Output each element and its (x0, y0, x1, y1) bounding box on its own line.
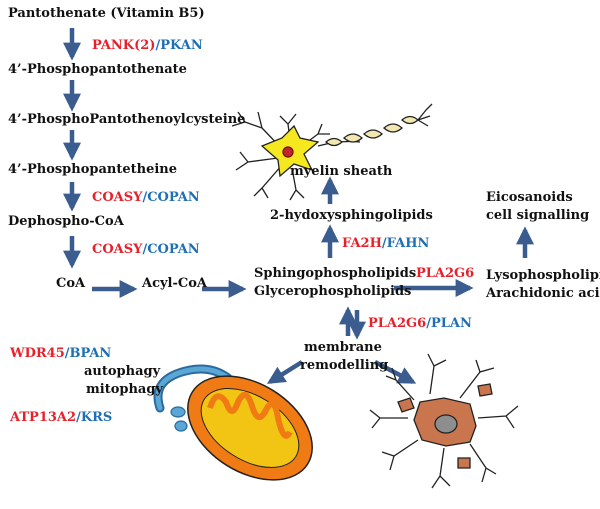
disease-copan: COPAN (147, 190, 200, 205)
enzyme-fa2h: FA2H/FAHN (342, 236, 429, 251)
arrow-to-mito (266, 360, 304, 384)
disease-fahn: FAHN (386, 236, 430, 251)
astrocyte-icon (369, 353, 519, 489)
sep: / (142, 242, 148, 257)
label-phosphopantetheine: 4’-Phosphopantetheine (8, 162, 178, 177)
label-glycerophospholipids: Glycerophospholipids (254, 284, 412, 299)
label-pantothenate: Pantothenate (Vitamin B5) (8, 6, 205, 21)
gene-atp13a2: ATP13A2 (10, 410, 77, 425)
label-hydroxysphingolipids: 2-hydoxysphingolipids (270, 208, 433, 223)
label-dephospho-coa: Dephospho-CoA (8, 214, 124, 229)
sep: / (381, 236, 387, 251)
gene-pla2g6: PLA2G6 (416, 266, 475, 281)
mitochondrion-icon (153, 364, 313, 481)
label-cell-signalling: cell signalling (486, 208, 590, 223)
disease-pkan: PKAN (160, 38, 203, 53)
label-arachidonic-acid: Arachidonic acid (486, 286, 600, 301)
gene-coasy: COASY (92, 242, 143, 257)
neuron-icon (231, 103, 433, 201)
label-remodelling: remodelling (300, 358, 389, 373)
sep: / (64, 346, 70, 361)
sep: / (426, 316, 431, 331)
enzyme-coasy-1: COASY/COPAN (92, 190, 200, 205)
gene-wdr45: WDR45 (10, 346, 65, 361)
sep: / (155, 38, 161, 53)
enzyme-wdr45: WDR45/BPAN (10, 346, 111, 361)
gene-fa2h: FA2H (342, 236, 382, 251)
label-acyl-coa: Acyl-CoA (142, 276, 207, 291)
disease-bpan: BPAN (69, 346, 112, 361)
label-sphingophospholipids: Sphingophospholipids (254, 266, 417, 281)
label-myelin-sheath: myelin sheath (290, 164, 393, 179)
label-autophagy: autophagy (84, 364, 161, 379)
label-eicosanoids: Eicosanoids (486, 190, 573, 205)
enzyme-atp13a2: ATP13A2/KRS (10, 410, 112, 425)
disease-krs: KRS (80, 410, 113, 425)
disease-plan: PLAN (430, 316, 472, 331)
label-mitophagy: mitophagy (86, 382, 163, 397)
enzyme-pla2g6-plan: PLA2G6/PLAN (368, 316, 472, 331)
label-coa: CoA (56, 276, 86, 291)
enzyme-pank: PANK(2)/PKAN (92, 38, 203, 53)
sep: / (76, 410, 81, 425)
gene-pla2g6: PLA2G6 (368, 316, 427, 331)
gene-coasy: COASY (92, 190, 143, 205)
label-phosphopantothenate: 4’-Phosphopantothenate (8, 62, 187, 77)
gene-pank: PANK(2) (92, 38, 156, 53)
label-lysophospholipid: Lysophospholipid (486, 268, 600, 283)
sep: / (142, 190, 148, 205)
enzyme-pla2g6: PLA2G6 (416, 266, 474, 281)
label-membrane: membrane (304, 340, 382, 355)
label-phosphopantothenoylcysteine: 4’-PhosphoPantothenoylcysteine (8, 112, 246, 127)
disease-copan: COPAN (147, 242, 200, 257)
enzyme-coasy-2: COASY/COPAN (92, 242, 200, 257)
